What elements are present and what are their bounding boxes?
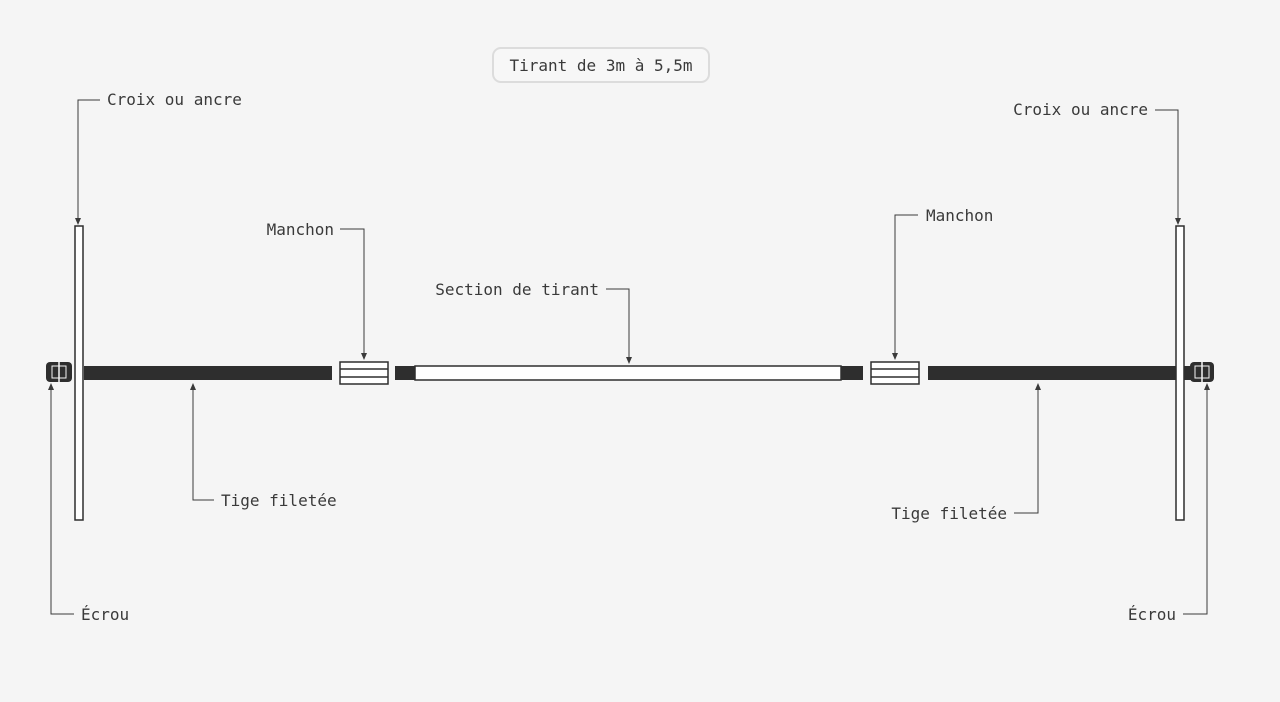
nut-right — [1190, 362, 1214, 382]
svg-text:Tige filetée: Tige filetée — [221, 491, 337, 510]
label-rod-left: Tige filetée — [190, 383, 337, 510]
svg-text:Tige filetée: Tige filetée — [891, 504, 1007, 523]
svg-text:Manchon: Manchon — [926, 206, 993, 225]
label-sleeve-right: Manchon — [892, 206, 993, 360]
label-section: Section de tirant — [435, 280, 632, 364]
svg-text:Écrou: Écrou — [1128, 605, 1176, 624]
threaded-stub-right — [1184, 366, 1192, 380]
rod-section — [395, 365, 863, 381]
svg-text:Section de tirant: Section de tirant — [435, 280, 599, 299]
label-cross-right: Croix ou ancre — [1013, 100, 1181, 225]
svg-text:Écrou: Écrou — [81, 605, 129, 624]
title-badge: Tirant de 3m à 5,5m — [492, 47, 710, 83]
svg-text:Manchon: Manchon — [267, 220, 334, 239]
svg-text:Croix ou ancre: Croix ou ancre — [107, 90, 242, 109]
svg-text:Croix ou ancre: Croix ou ancre — [1013, 100, 1148, 119]
threaded-rod-right — [928, 366, 1176, 380]
nut-left — [46, 362, 72, 382]
sleeve-left — [339, 361, 389, 385]
threaded-rod-left — [84, 366, 332, 380]
diagram-title: Tirant de 3m à 5,5m — [509, 56, 692, 75]
cross-plate-right — [1175, 225, 1185, 521]
label-nut-right: Écrou — [1128, 383, 1210, 624]
cross-plate-left — [74, 225, 84, 521]
label-cross-left: Croix ou ancre — [75, 90, 242, 225]
label-sleeve-left: Manchon — [267, 220, 367, 360]
sleeve-right — [870, 361, 920, 385]
label-rod-right: Tige filetée — [891, 383, 1041, 523]
label-nut-left: Écrou — [48, 383, 129, 624]
